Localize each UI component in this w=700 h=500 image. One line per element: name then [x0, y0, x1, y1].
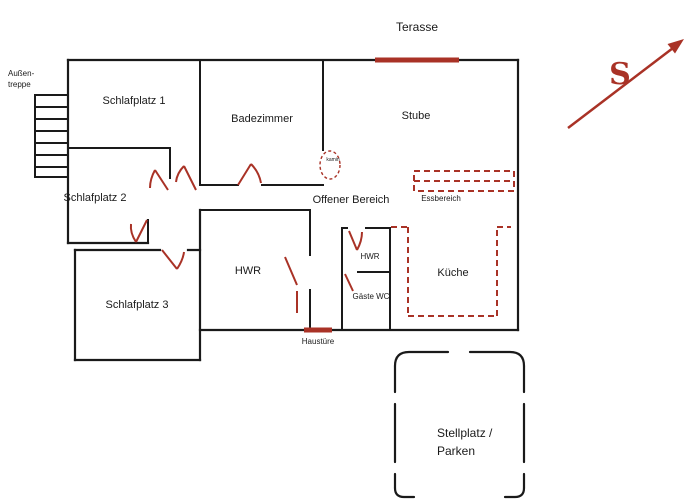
- compass-arrow-icon: [567, 47, 674, 129]
- room-label-hwr-klein: HWR: [360, 252, 379, 261]
- parking-space-outline: [393, 350, 526, 499]
- door-hwr-klein: [348, 230, 363, 251]
- label-aussentreppe-1: Außen-: [8, 69, 35, 78]
- fireplace-icon: [319, 150, 341, 180]
- label-aussentreppe-2: treppe: [8, 80, 31, 89]
- label-essbereich: Essbereich: [421, 194, 461, 203]
- room-label-schlafplatz1: Schlafplatz 1: [103, 95, 166, 107]
- label-kamin: kamin: [326, 157, 340, 163]
- label-stellplatz-2: Parken: [437, 444, 475, 458]
- kitchen-counter-outline: [391, 226, 511, 317]
- dining-area-outline: [413, 170, 515, 192]
- door-hallway-a: [175, 165, 197, 191]
- room-label-badezimmer: Badezimmer: [231, 113, 293, 125]
- label-stellplatz-1: Stellplatz /: [437, 426, 493, 440]
- compass-label: S: [609, 57, 631, 92]
- door-swings: [129, 57, 459, 333]
- door-schlafplatz2: [129, 219, 148, 243]
- room-label-gaeste-wc: Gäste WC: [353, 292, 390, 301]
- label-terasse: Terasse: [396, 20, 438, 34]
- stairs-icon: [34, 94, 69, 178]
- compass-icon: S: [567, 39, 684, 129]
- door-hallway-b: [149, 169, 169, 191]
- interior-walls: [67, 59, 391, 331]
- room-label-offener-bereich: Offener Bereich: [313, 194, 390, 206]
- label-haustuere: Haustüre: [302, 337, 335, 346]
- room-label-kueche: Küche: [437, 267, 468, 279]
- compass-arrowhead-icon: [667, 39, 684, 54]
- room-label-schlafplatz2: Schlafplatz 2: [64, 192, 127, 204]
- room-label-hwr: HWR: [235, 265, 261, 277]
- door-schlafplatz3: [161, 249, 185, 270]
- door-hwr: [284, 256, 298, 313]
- room-label-stube: Stube: [402, 110, 431, 122]
- labels: Terasse Außen- treppe Schlafplatz 1 Bade…: [8, 20, 493, 458]
- door-badezimmer: [237, 163, 262, 186]
- room-label-schlafplatz3: Schlafplatz 3: [106, 299, 169, 311]
- door-gaeste-wc: [344, 273, 354, 292]
